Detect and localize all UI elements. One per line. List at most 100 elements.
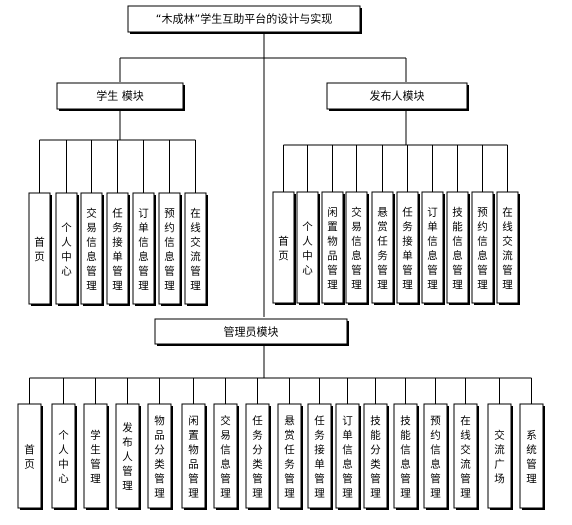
admin-item-label: 物品分类管理 <box>154 414 165 500</box>
admin-item-label: 预约信息管理 <box>430 415 441 500</box>
admin-item-3-frame <box>115 403 140 509</box>
admin-item-label: 交易信息管理 <box>220 414 231 500</box>
student-item-2-frame <box>80 192 103 305</box>
publisher-item-8: 预约信息管理 <box>471 191 495 305</box>
publisher-module-node: 发布人模块 <box>326 82 469 111</box>
publisher-module-title: 发布人模块 <box>370 89 425 103</box>
student-module-node-frame <box>56 82 184 110</box>
admin-item-9: 任务接单管理 <box>307 403 333 510</box>
student-module-title: 学生 模块 <box>96 89 144 103</box>
admin-item-label: 发布人管理 <box>122 421 133 492</box>
admin-item-label: 闲置物品管理 <box>188 414 199 500</box>
admin-item-7: 任务分类管理 <box>245 403 271 510</box>
admin-item-label: 技能分类管理 <box>370 414 381 500</box>
publisher-item-9: 在线交流管理 <box>496 191 520 305</box>
admin-item-label: 任务分类管理 <box>252 414 263 500</box>
admin-item-label: 首页 <box>24 443 35 471</box>
admin-item-label: 悬赏任务管理 <box>284 415 295 500</box>
student-item-label: 个人中心 <box>61 222 72 278</box>
admin-item-15-frame <box>487 403 512 509</box>
admin-item-14-frame <box>453 403 478 509</box>
student-module-node: 学生 模块 <box>56 82 185 111</box>
publisher-item-8-frame <box>471 191 494 304</box>
admin-item-label: 订单信息管理 <box>342 415 353 500</box>
student-item-label: 交易信息管理 <box>86 206 97 292</box>
student-item-label: 在线交流管理 <box>190 207 201 292</box>
publisher-item-1-frame <box>296 191 319 304</box>
admin-item-16-frame <box>519 403 544 509</box>
admin-module-node-frame <box>154 318 348 345</box>
admin-item-label: 学生管理 <box>90 428 101 485</box>
student-item-1-frame <box>55 192 78 305</box>
publisher-item-3: 交易信息管理 <box>345 191 369 305</box>
admin-item-8: 悬赏任务管理 <box>277 403 303 510</box>
admin-item-3: 发布人管理 <box>115 403 141 510</box>
admin-item-11: 技能分类管理 <box>363 403 389 510</box>
admin-item-2: 学生管理 <box>83 403 109 510</box>
publisher-item-label: 闲置物品管理 <box>327 205 338 291</box>
admin-item-12: 技能信息管理 <box>393 403 419 510</box>
admin-item-label: 交流广场 <box>494 428 505 485</box>
connector-lines <box>29 34 532 404</box>
publisher-item-label: 订单信息管理 <box>427 206 438 291</box>
publisher-item-label: 首页 <box>278 234 289 262</box>
admin-item-15: 交流广场 <box>487 403 513 510</box>
publisher-item-3-frame <box>345 191 368 304</box>
student-item-5-frame <box>158 192 181 305</box>
admin-item-6: 交易信息管理 <box>213 403 239 510</box>
publisher-item-label: 交易信息管理 <box>351 205 362 291</box>
publisher-item-6-frame <box>421 191 444 304</box>
admin-item-label: 系统管理 <box>526 429 537 485</box>
admin-item-4-frame <box>147 403 172 509</box>
admin-item-7-frame <box>245 403 270 509</box>
admin-item-label: 个人中心 <box>58 429 69 485</box>
admin-item-4: 物品分类管理 <box>147 403 173 510</box>
student-item-label: 任务接单管理 <box>112 206 123 292</box>
admin-module-node: 管理员模块 <box>154 318 349 346</box>
publisher-item-label: 个人中心 <box>302 221 313 277</box>
student-item-4: 订单信息管理 <box>132 192 156 306</box>
admin-item-0: 首页 <box>17 403 43 510</box>
publisher-item-label: 悬赏任务管理 <box>377 206 388 291</box>
student-item-label: 订单信息管理 <box>138 207 149 292</box>
admin-module-title: 管理员模块 <box>224 325 279 339</box>
admin-item-6-frame <box>213 403 238 509</box>
admin-item-13: 预约信息管理 <box>423 403 449 510</box>
admin-item-8-frame <box>277 403 302 509</box>
admin-item-9-frame <box>307 403 332 509</box>
publisher-item-label: 任务接单管理 <box>402 205 413 291</box>
root-node: “木成林”学生互助平台的设计与实现 <box>127 5 362 34</box>
student-item-0: 首页 <box>28 192 52 306</box>
publisher-item-0-frame <box>272 191 295 304</box>
student-item-3: 任务接单管理 <box>106 192 130 306</box>
admin-item-5-frame <box>181 403 206 509</box>
publisher-item-label: 预约信息管理 <box>477 206 488 291</box>
publisher-item-7-frame <box>446 191 469 304</box>
admin-item-12-frame <box>393 403 418 509</box>
root-title: “木成林”学生互助平台的设计与实现 <box>156 12 332 26</box>
admin-item-2-frame <box>83 403 108 509</box>
publisher-item-6: 订单信息管理 <box>421 191 445 305</box>
publisher-item-5-frame <box>396 191 419 304</box>
student-item-4-frame <box>132 192 155 305</box>
admin-item-16: 系统管理 <box>519 403 545 510</box>
publisher-item-2-frame <box>321 191 344 304</box>
publisher-item-9-frame <box>496 191 519 304</box>
publisher-item-5: 任务接单管理 <box>396 191 420 305</box>
student-item-6: 在线交流管理 <box>184 192 208 306</box>
root-node-frame <box>127 5 361 33</box>
admin-item-14: 在线交流管理 <box>453 403 479 510</box>
publisher-item-2: 闲置物品管理 <box>321 191 345 305</box>
publisher-item-4-frame <box>371 191 394 304</box>
publisher-item-0: 首页 <box>272 191 296 305</box>
student-item-3-frame <box>106 192 129 305</box>
publisher-item-4: 悬赏任务管理 <box>371 191 395 305</box>
student-item-6-frame <box>184 192 207 305</box>
admin-item-13-frame <box>423 403 448 509</box>
student-item-label: 预约信息管理 <box>164 207 175 292</box>
publisher-item-1: 个人中心 <box>296 191 320 305</box>
admin-item-label: 技能信息管理 <box>400 414 411 500</box>
admin-item-1: 个人中心 <box>51 403 77 510</box>
